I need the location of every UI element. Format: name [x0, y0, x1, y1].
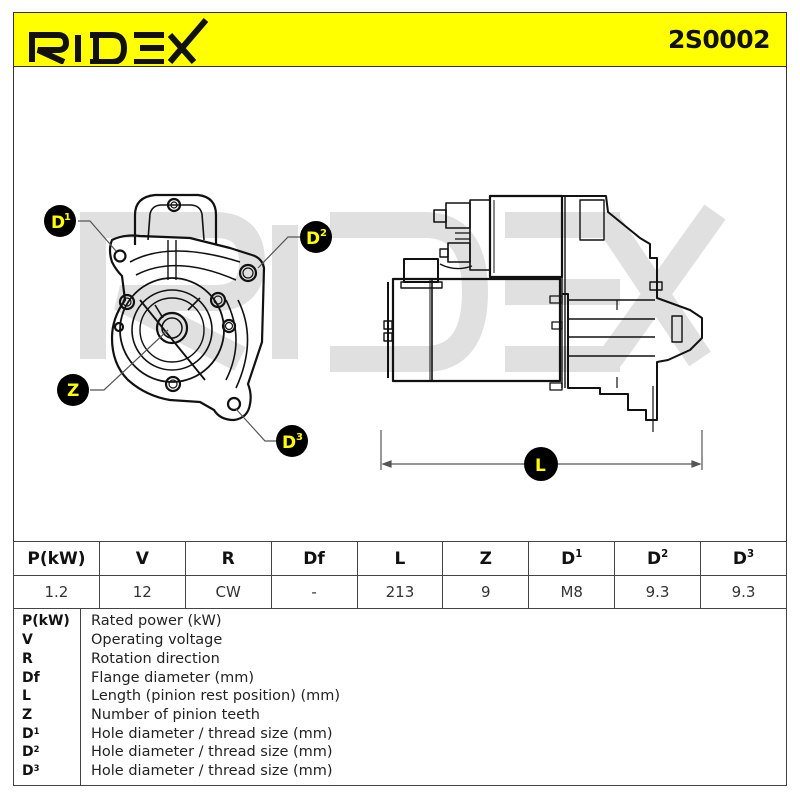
flange-front-view — [108, 193, 266, 422]
svg-text:D: D — [51, 213, 65, 233]
value-d1: M8 — [528, 575, 616, 609]
legend-desc: Length (pinion rest position) (mm) — [91, 688, 341, 704]
legend-key: L — [22, 688, 31, 704]
callout-d2: D 2 — [300, 221, 332, 253]
value-d2: 9.3 — [614, 575, 701, 609]
legend-key: Df — [22, 670, 40, 686]
header-power: P(kW) — [13, 541, 100, 576]
value-length: 213 — [356, 575, 444, 609]
legend-row: V Operating voltage — [14, 632, 786, 651]
ridex-logo — [29, 18, 208, 64]
legend-key: D2 — [22, 744, 40, 760]
svg-text:3: 3 — [296, 432, 303, 443]
svg-text:1: 1 — [64, 212, 71, 223]
header-teeth: Z — [442, 541, 530, 576]
legend-row: R Rotation direction — [14, 651, 786, 670]
value-power: 1.2 — [13, 575, 100, 609]
legend-row: Z Number of pinion teeth — [14, 707, 786, 726]
header-bar: 2S0002 — [13, 12, 787, 67]
legend-desc: Hole diameter / thread size (mm) — [91, 726, 333, 742]
value-teeth: 9 — [442, 575, 530, 609]
legend-key: D3 — [22, 763, 40, 779]
spec-table: P(kW) V R Df L Z D1 D2 D3 1.2 12 CW - 21… — [13, 541, 787, 609]
legend-row: Df Flange diameter (mm) — [14, 670, 786, 689]
header-voltage: V — [98, 541, 186, 576]
legend-key: Z — [22, 707, 33, 723]
legend-desc: Rated power (kW) — [91, 613, 222, 629]
spec-header-row: P(kW) V R Df L Z D1 D2 D3 — [13, 541, 787, 576]
svg-text:D: D — [306, 229, 320, 249]
header-length: L — [356, 541, 444, 576]
value-rotation: CW — [184, 575, 272, 609]
legend-desc: Number of pinion teeth — [91, 707, 260, 723]
callout-z: Z — [57, 374, 89, 406]
legend-row: L Length (pinion rest position) (mm) — [14, 688, 786, 707]
starter-side-view — [383, 194, 703, 432]
legend-key: R — [22, 651, 33, 667]
value-voltage: 12 — [98, 575, 186, 609]
callout-d3: D 3 — [276, 425, 308, 457]
value-d3: 9.3 — [700, 575, 787, 609]
legend-desc: Rotation direction — [91, 651, 220, 667]
legend-desc: Flange diameter (mm) — [91, 670, 255, 686]
legend-divider — [80, 608, 81, 785]
legend-box: P(kW) Rated power (kW) V Operating volta… — [13, 608, 787, 786]
svg-text:L: L — [535, 456, 546, 476]
header-flange: Df — [270, 541, 358, 576]
header-d3: D3 — [700, 541, 787, 576]
leader-lines — [78, 220, 703, 470]
svg-text:D: D — [282, 433, 296, 453]
technical-drawing: D 1 D 2 Z D 3 L — [14, 67, 786, 541]
header-d1: D1 — [528, 541, 616, 576]
header-d2: D2 — [614, 541, 701, 576]
legend-desc: Hole diameter / thread size (mm) — [91, 744, 333, 760]
svg-text:2: 2 — [320, 228, 327, 239]
header-rotation: R — [184, 541, 272, 576]
callout-l: L — [524, 447, 558, 481]
legend-row: P(kW) Rated power (kW) — [14, 613, 786, 632]
value-flange: - — [270, 575, 358, 609]
legend-row: D3 Hole diameter / thread size (mm) — [14, 763, 786, 782]
legend-key: P(kW) — [22, 613, 70, 629]
part-number: 2S0002 — [668, 25, 770, 54]
legend-desc: Hole diameter / thread size (mm) — [91, 763, 333, 779]
legend-desc: Operating voltage — [91, 632, 223, 648]
legend-key: V — [22, 632, 33, 648]
legend-row: D1 Hole diameter / thread size (mm) — [14, 726, 786, 745]
svg-text:Z: Z — [67, 381, 79, 401]
legend-row: D2 Hole diameter / thread size (mm) — [14, 744, 786, 763]
callout-d1: D 1 — [44, 205, 76, 237]
spec-value-row: 1.2 12 CW - 213 9 M8 9.3 9.3 — [13, 575, 787, 609]
legend-key: D1 — [22, 726, 40, 742]
